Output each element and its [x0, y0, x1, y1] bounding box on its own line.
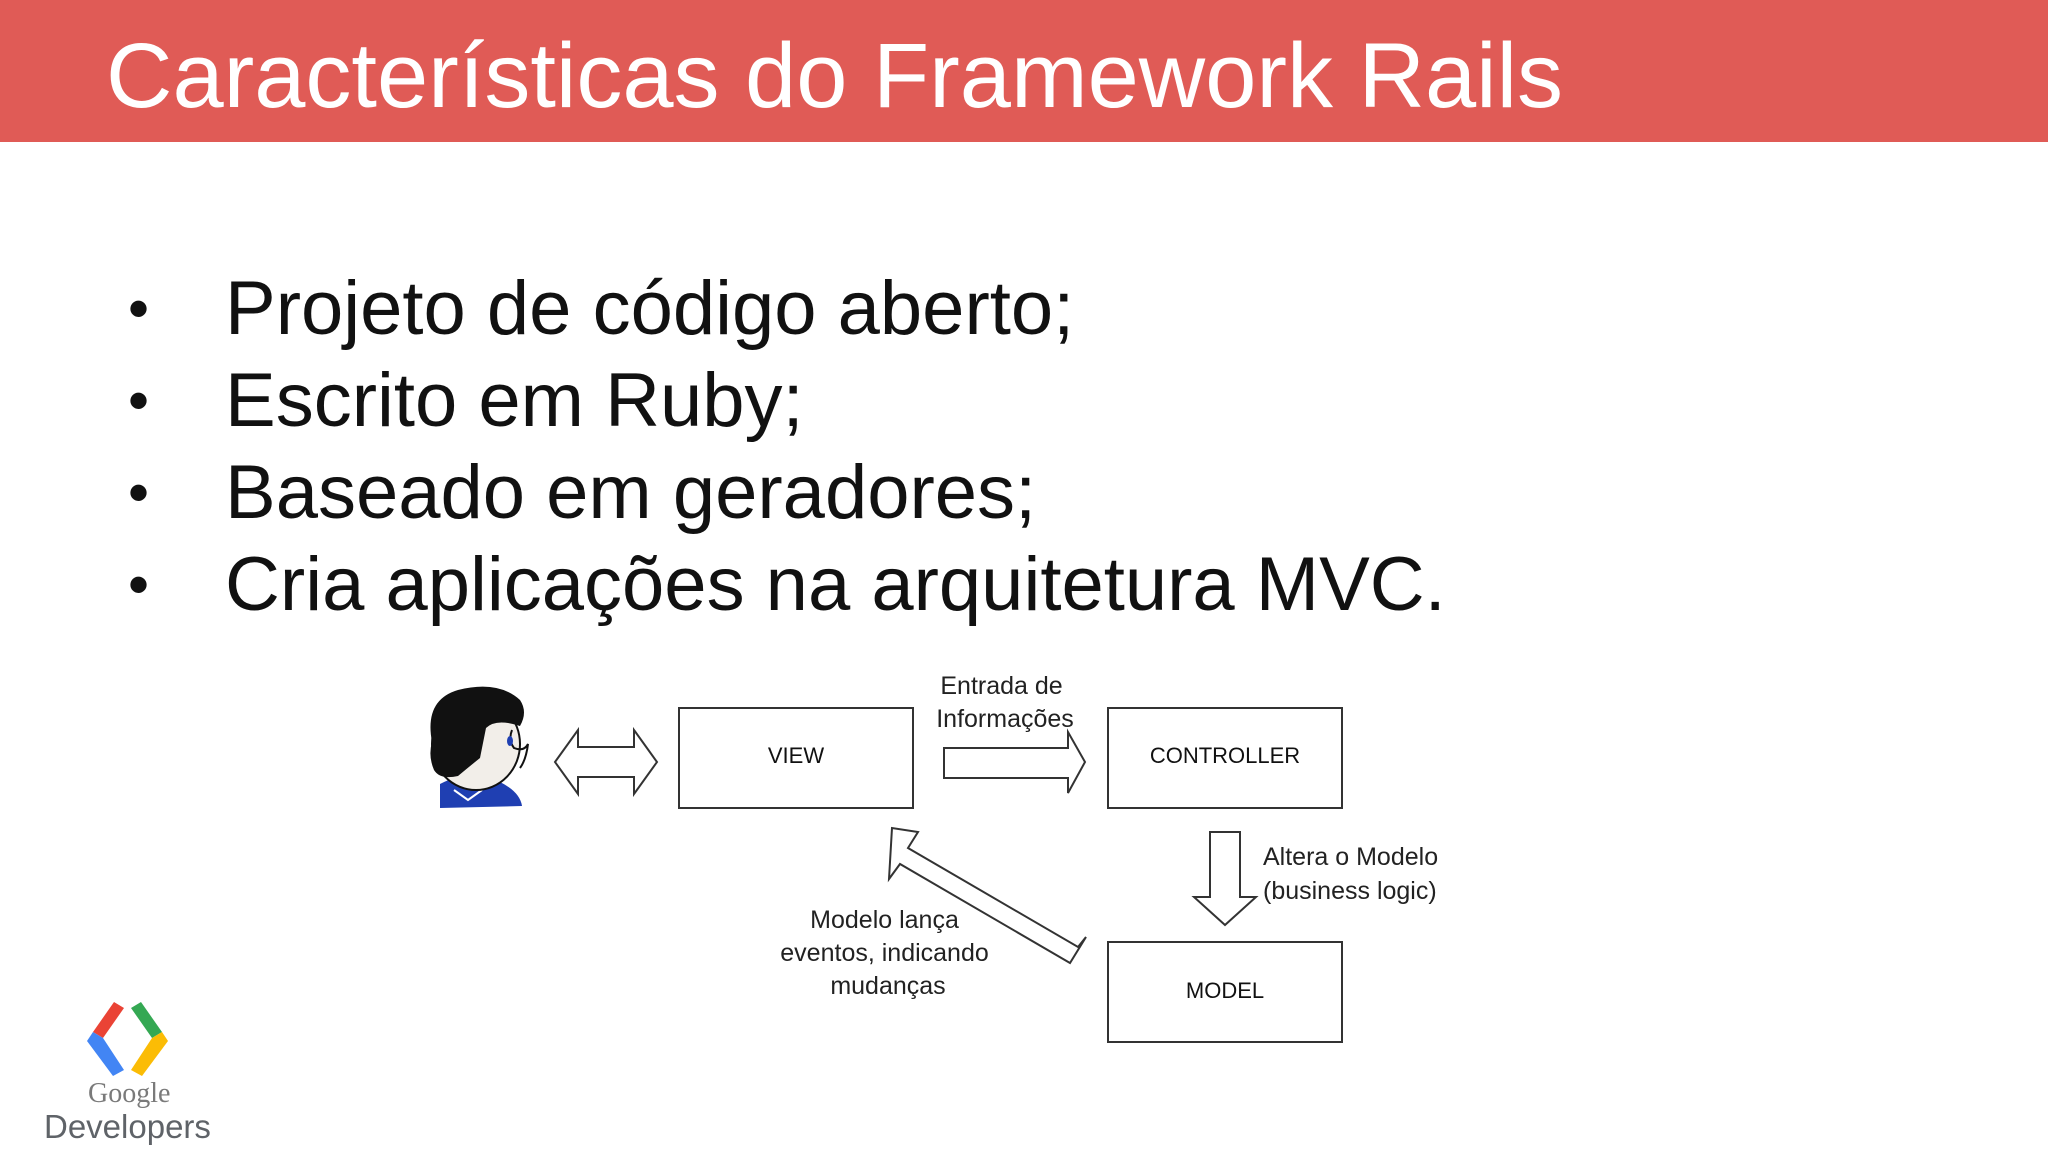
developers-wordmark: Developers [44, 1108, 211, 1145]
google-wordmark: Google [88, 1078, 171, 1109]
controller-label: CONTROLLER [1150, 743, 1300, 768]
input-arrow [943, 728, 1087, 794]
change-arrow [1191, 831, 1259, 927]
bullet-item: • Projeto de código aberto; [128, 262, 1446, 354]
bullet-item: • Cria aplicações na arquitetura MVC. [128, 538, 1446, 630]
bullet-item: • Escrito em Ruby; [128, 354, 1446, 446]
bullet-marker: • [128, 550, 150, 618]
change-note-line: (business logic) [1263, 877, 1437, 905]
event-note: Modelo lança eventos, indicando mudanças [780, 906, 995, 1000]
bullet-text: Cria aplicações na arquitetura MVC. [225, 541, 1446, 627]
bullet-marker: • [128, 366, 150, 434]
input-note-line: Entrada de [940, 672, 1062, 700]
event-note-line: Modelo lança [810, 906, 959, 934]
bullet-marker: • [128, 274, 150, 342]
bullet-list: • Projeto de código aberto; • Escrito em… [128, 262, 1446, 630]
input-note-line: Informações [936, 705, 1074, 733]
google-developers-logo [87, 1002, 168, 1076]
bullet-text: Projeto de código aberto; [225, 265, 1075, 351]
event-note-line: eventos, indicando [780, 939, 988, 967]
change-note: Altera o Modelo (business logic) [1263, 843, 1445, 905]
slide-title: Características do Framework Rails [106, 25, 1564, 127]
event-note-line: mudanças [830, 972, 945, 1000]
bullet-item: • Baseado em geradores; [128, 446, 1446, 538]
bullet-text: Escrito em Ruby; [225, 357, 804, 443]
double-arrow [553, 726, 659, 798]
view-label: VIEW [768, 743, 824, 768]
event-arrow [887, 826, 1087, 965]
view-box: VIEW [678, 707, 914, 809]
user-icon [430, 686, 529, 808]
change-note-line: Altera o Modelo [1263, 843, 1438, 871]
controller-box: CONTROLLER [1107, 707, 1343, 809]
title-bar: Características do Framework Rails [0, 0, 2048, 142]
input-note: Entrada de Informações [936, 672, 1074, 733]
bullet-marker: • [128, 458, 150, 526]
model-box: MODEL [1107, 941, 1343, 1043]
model-label: MODEL [1186, 978, 1264, 1003]
bullet-text: Baseado em geradores; [225, 449, 1037, 535]
